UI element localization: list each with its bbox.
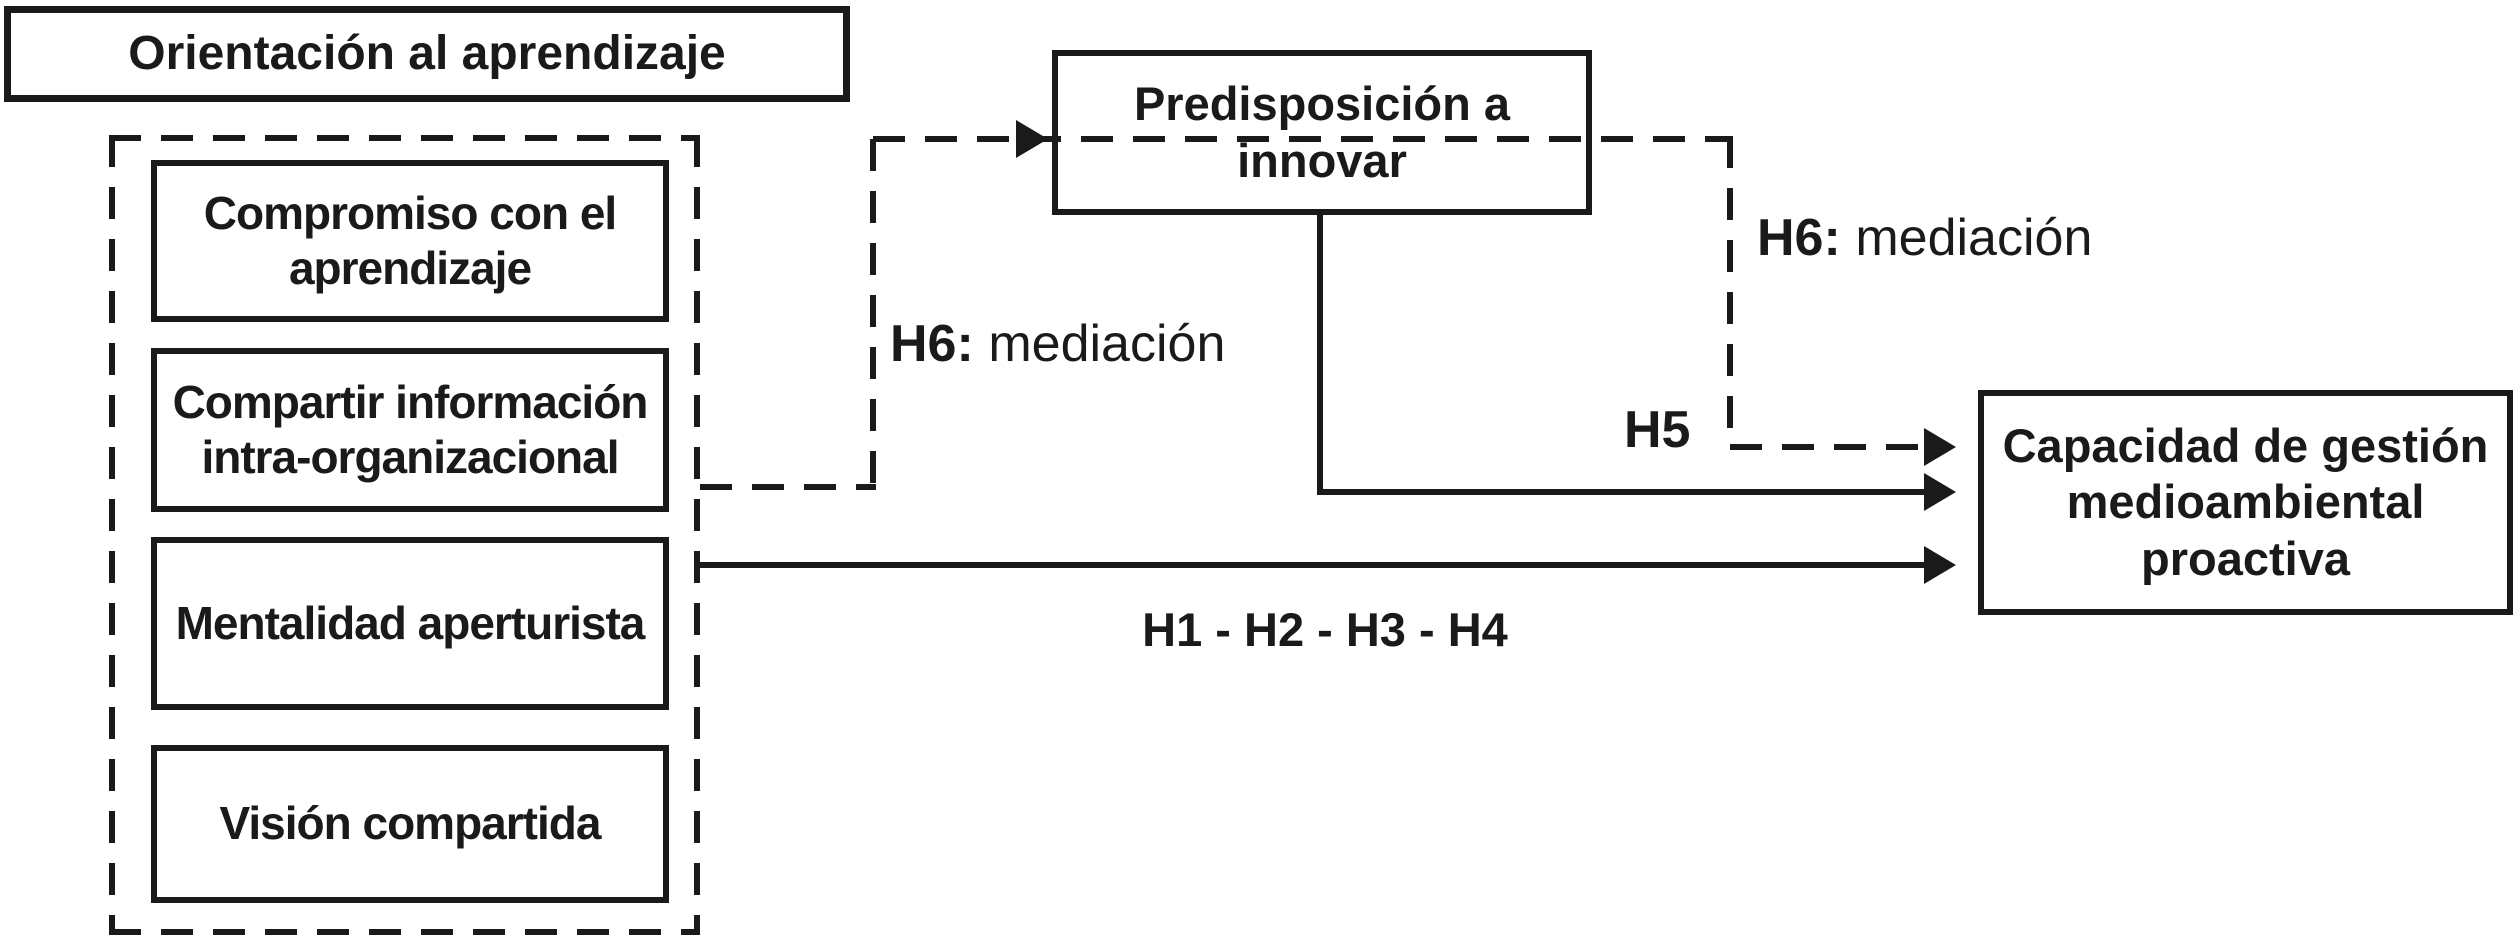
box-predisposicion-a-innovar: Predisposición a innovar: [1052, 50, 1592, 215]
edge-mediator-to-outcome-solid-segment: [1320, 489, 1930, 495]
edge-group-to-mediator-segment: [700, 484, 876, 490]
arrowhead-icon: [1924, 473, 1956, 511]
edge-group-to-outcome-direct-segment: [700, 562, 1930, 568]
title-box-label: Orientación al aprendizaje: [128, 27, 726, 81]
box-label: Compartir información intra-organizacion…: [172, 375, 649, 483]
box-mentalidad-aperturista: Mentalidad aperturista: [151, 537, 669, 710]
edge-mediator-to-outcome-dashed-segment: [1730, 444, 1930, 450]
title-box-orientacion-al-aprendizaje: Orientación al aprendizaje: [4, 6, 850, 102]
edge-group-to-mediator-segment: [870, 139, 876, 490]
label-h5: H5: [1624, 404, 1690, 456]
box-label: Capacidad de gestión medioambiental proa…: [2002, 418, 2489, 585]
edge-group-to-mediator-segment: [873, 136, 1730, 142]
h5-text: H5: [1624, 401, 1691, 459]
edge-mediator-to-outcome-dashed-segment: [1727, 136, 1733, 444]
h6-text: mediación: [1855, 209, 2093, 267]
edge-mediator-to-outcome-solid-segment: [1317, 212, 1323, 495]
box-label: Mentalidad aperturista: [175, 596, 646, 649]
arrowhead-icon: [1924, 428, 1956, 466]
box-capacidad-gestion-medioambiental: Capacidad de gestión medioambiental proa…: [1978, 390, 2513, 615]
box-vision-compartida: Visión compartida: [151, 745, 669, 903]
box-compartir-informacion: Compartir información intra-organizacion…: [151, 348, 669, 512]
box-label: Predisposición a innovar: [1133, 77, 1511, 187]
label-h6-mediacion-right: H6:mediación: [1757, 212, 2092, 264]
arrowhead-icon: [1016, 120, 1048, 158]
box-label: Visión compartida: [219, 797, 602, 850]
label-h1-h2-h3-h4: H1 - H2 - H3 - H4: [1130, 606, 1520, 653]
box-label: Compromiso con el aprendizaje: [203, 186, 617, 294]
h6-text: mediación: [988, 315, 1226, 373]
h6-prefix: H6:: [1757, 209, 1841, 267]
h6-prefix: H6:: [890, 315, 974, 373]
h-direct-text: H1 - H2 - H3 - H4: [1142, 603, 1508, 656]
label-h6-mediacion-left: H6:mediación: [890, 318, 1225, 370]
box-compromiso-con-el-aprendizaje: Compromiso con el aprendizaje: [151, 160, 669, 322]
arrowhead-icon: [1924, 546, 1956, 584]
